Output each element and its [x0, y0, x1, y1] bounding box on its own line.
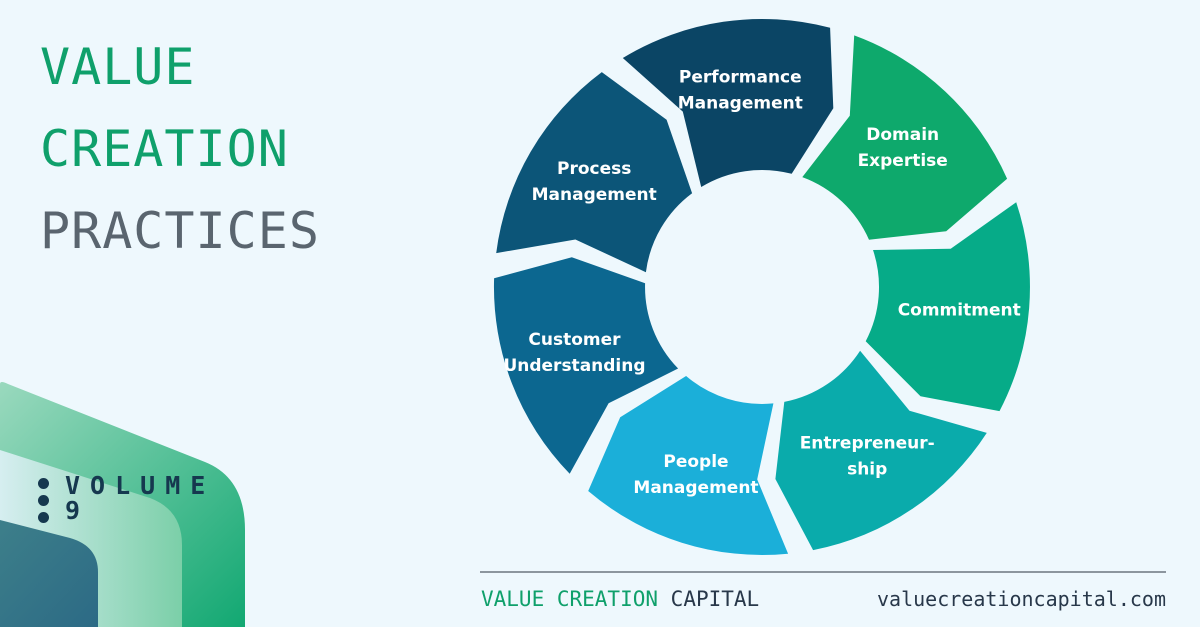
volume-number: 9 — [65, 496, 81, 525]
wheel-segment-label-line: Expertise — [858, 151, 948, 171]
wheel-segment-label: Entrepreneur-ship — [800, 433, 935, 479]
title-line-3: PRACTICES — [40, 202, 320, 260]
wheel-segment — [622, 19, 834, 187]
wheel-segment — [802, 35, 1008, 240]
wheel-segment-label-line: Performance — [679, 68, 802, 88]
wheel-segment-label-line: Process — [557, 159, 631, 179]
brand-part-2: CAPITAL — [670, 587, 760, 611]
wheel-segment-label-line: ship — [847, 459, 887, 479]
page-title: VALUE CREATION PRACTICES — [40, 26, 320, 272]
corner-shape-front — [0, 520, 98, 627]
wheel-segment-label-line: Management — [678, 94, 803, 114]
volume-label: VOLUME — [65, 471, 216, 500]
volume-dot — [38, 478, 49, 489]
footer-divider — [480, 571, 1166, 573]
wheel-segment-label-line: Management — [633, 478, 758, 498]
wheel-segment — [775, 350, 987, 551]
wheel-segment-label-line: Management — [532, 185, 657, 205]
wheel-segment-label-line: Domain — [866, 125, 939, 145]
title-line-1: VALUE — [40, 38, 196, 96]
website-link[interactable]: valuecreationcapital.com — [877, 587, 1166, 611]
wheel-segment-label: Commitment — [898, 301, 1021, 321]
brand-part-1: VALUE CREATION — [481, 587, 659, 611]
wheel-segment-label-line: Customer — [528, 330, 621, 350]
wheel-segment — [493, 257, 679, 474]
wheel-segment-label-line: Commitment — [898, 301, 1021, 321]
wheel-segment-label-line: Understanding — [503, 356, 645, 376]
volume-dot — [38, 495, 49, 506]
volume-dots — [38, 478, 50, 529]
wheel-segment — [496, 72, 693, 273]
wheel-segment — [588, 376, 789, 555]
wheel-segment — [865, 202, 1030, 412]
volume-dot — [38, 512, 49, 523]
brand-name: VALUE CREATION CAPITAL — [481, 587, 759, 611]
wheel-segment-label-line: Entrepreneur- — [800, 433, 935, 453]
title-line-2: CREATION — [40, 120, 289, 178]
wheel-segment-label-line: People — [663, 452, 728, 472]
